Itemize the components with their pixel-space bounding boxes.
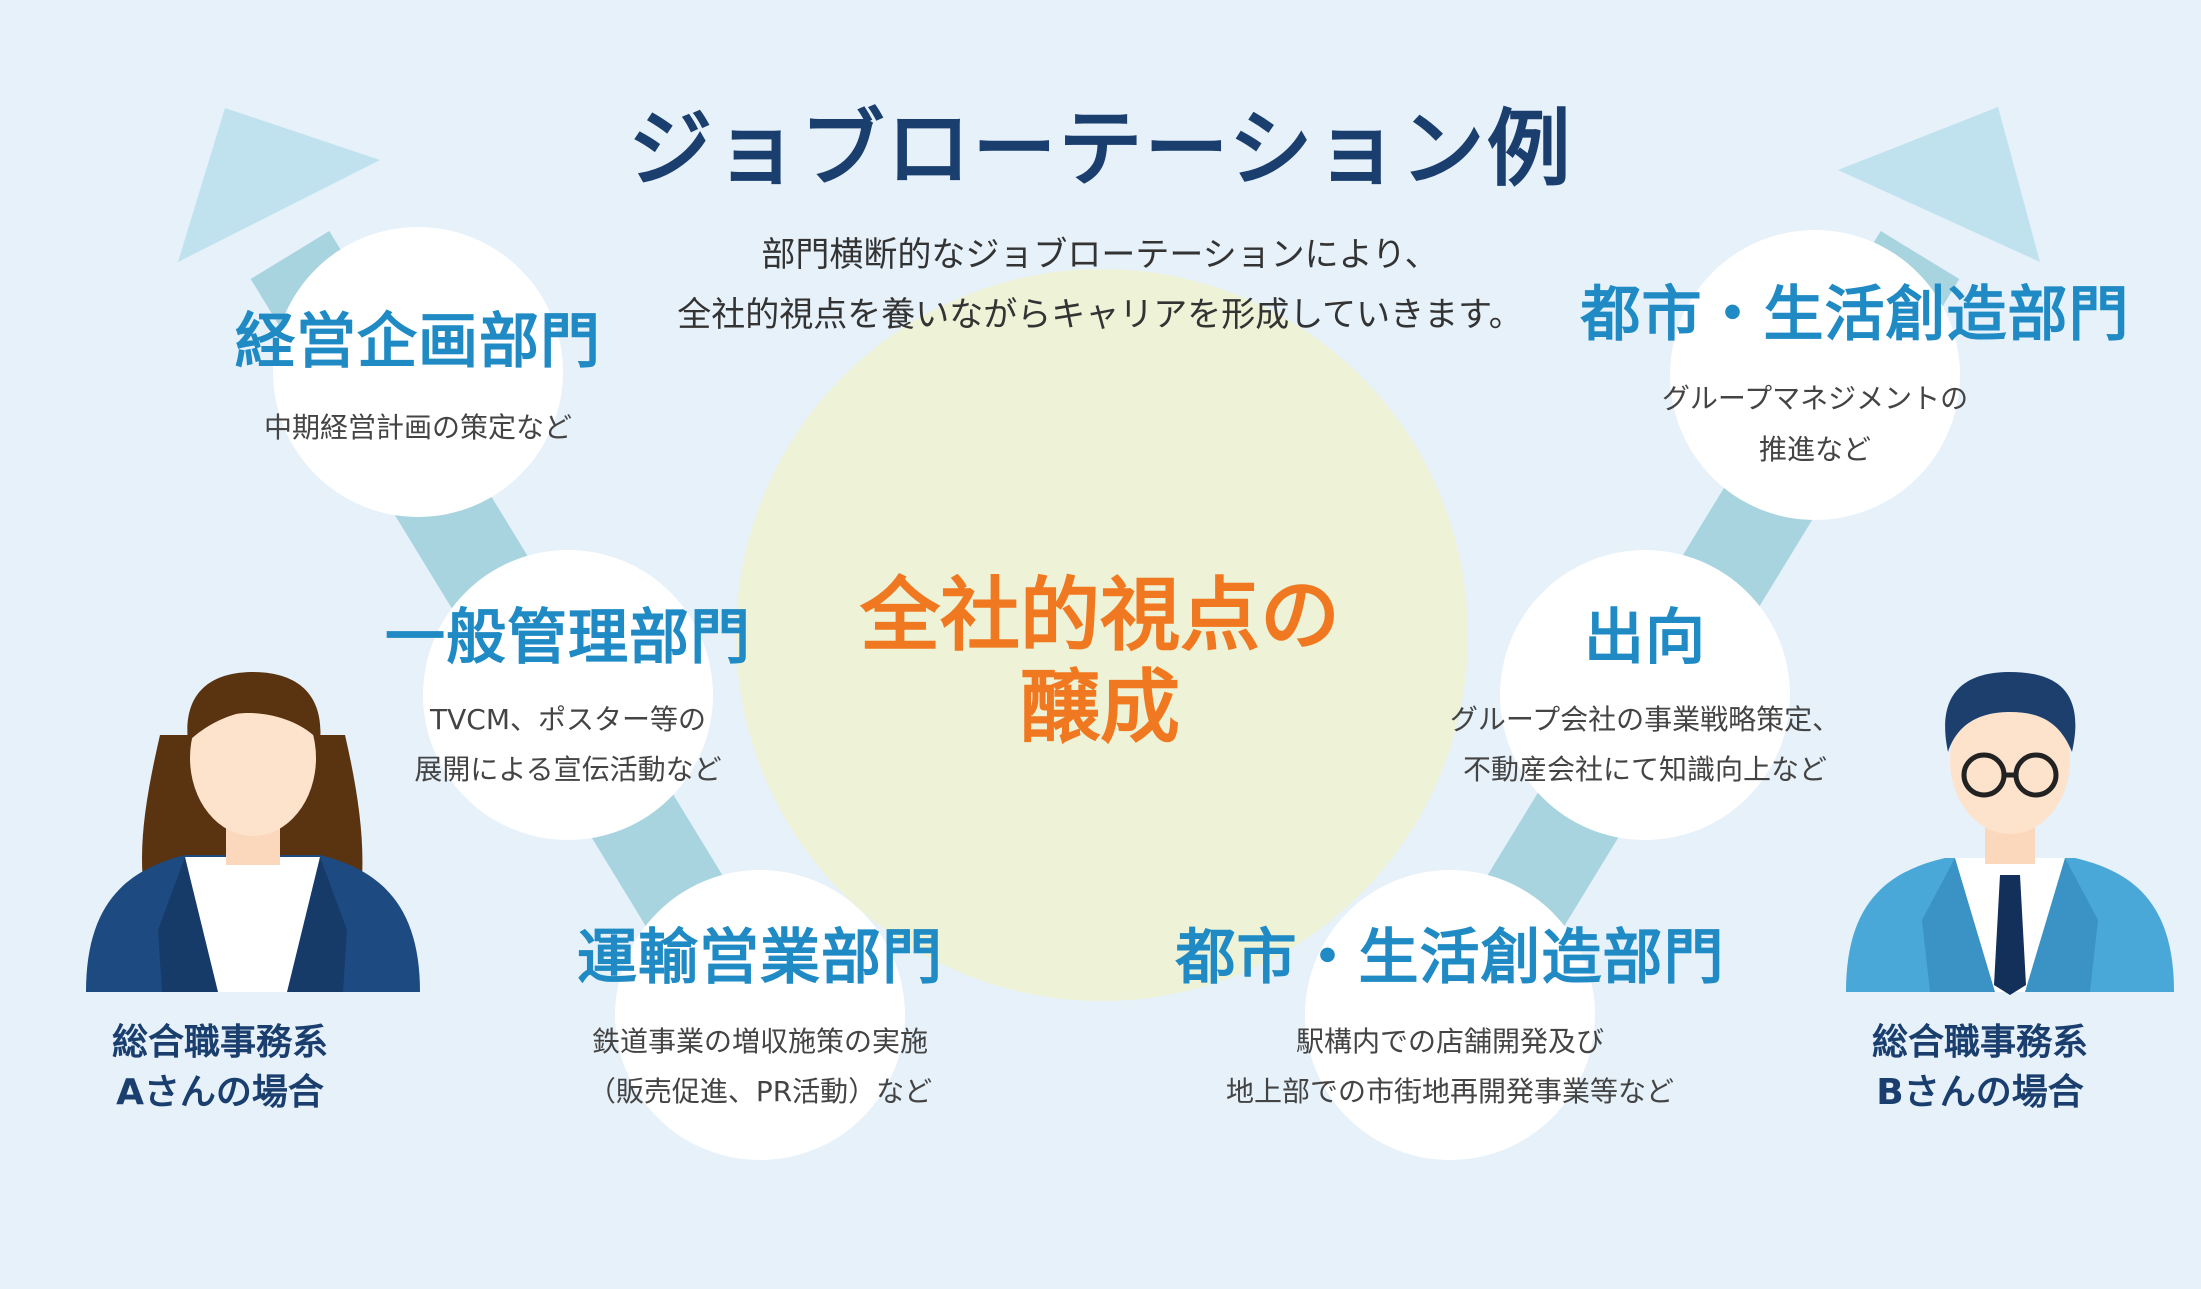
node-circle-left-1 — [615, 870, 905, 1160]
right-step3-name: 都市・生活創造部門 — [1580, 280, 2130, 350]
right-step1-desc-2: 地上部での市街地再開発事業等など — [1225, 1075, 1674, 1108]
subtitle-line-2: 全社的視点を養いながらキャリアを形成していきます。 — [677, 295, 1523, 335]
right-step3-desc-1: グループマネジメントの — [1661, 382, 1969, 415]
node-circle-right-3 — [1670, 230, 1960, 520]
left-step1-desc-1: 鉄道事業の増収施策の実施 — [591, 1025, 928, 1058]
right-step2-desc-1: グループ会社の事業戦略策定、 — [1449, 703, 1841, 736]
left-step1-name: 運輸営業部門 — [577, 923, 943, 993]
right-step2-name: 出向 — [1584, 603, 1706, 673]
subtitle-line-1: 部門横断的なジョブローテーションにより、 — [761, 235, 1439, 275]
person-a-label-line-1: 総合職事務系 — [111, 1022, 328, 1063]
center-text: 全社的視点の 醸成 — [800, 570, 1400, 754]
page-title: ジョブローテーション例 — [628, 100, 1573, 198]
person-b-label-line-2: Bさんの場合 — [1876, 1072, 2084, 1114]
right-step2-desc-2: 不動産会社にて知識向上など — [1462, 753, 1827, 786]
person-a-label-line-2: Aさんの場合 — [116, 1072, 324, 1114]
person-b-label-line-1: 総合職事務系 — [1871, 1022, 2088, 1063]
right-step1-name: 都市・生活創造部門 — [1175, 923, 1725, 993]
center-text-line-1: 全社的視点の — [860, 569, 1340, 662]
left-arrow-head — [178, 108, 380, 262]
right-arrow-head — [1838, 107, 2040, 262]
right-step3-desc-2: 推進など — [1758, 433, 1871, 466]
left-step2-desc-1: TVCM、ポスター等の — [430, 703, 706, 736]
person-a-label: 総合職事務系 Aさんの場合 — [60, 1018, 380, 1119]
person-b-label: 総合職事務系 Bさんの場合 — [1820, 1018, 2140, 1119]
node-circle-right-1 — [1305, 870, 1595, 1160]
left-step2-name: 一般管理部門 — [385, 603, 751, 673]
node-circle-right-2 — [1500, 550, 1790, 840]
businessman-icon — [1846, 672, 2174, 995]
left-step3-name: 経営企画部門 — [235, 307, 601, 377]
node-circle-left-3 — [273, 227, 563, 517]
businesswoman-icon — [86, 672, 420, 992]
left-step3-desc: 中期経営計画の策定など — [263, 411, 572, 444]
right-step1-desc-1: 駅構内での店舗開発及び — [1295, 1025, 1604, 1058]
left-step2-desc-2: 展開による宣伝活動など — [414, 753, 722, 786]
center-text-line-2: 醸成 — [1020, 661, 1180, 754]
node-circle-left-2 — [423, 550, 713, 840]
center-circle — [736, 269, 1468, 1001]
left-step1-desc-2: （販売促進、PR活動）など — [587, 1075, 933, 1108]
